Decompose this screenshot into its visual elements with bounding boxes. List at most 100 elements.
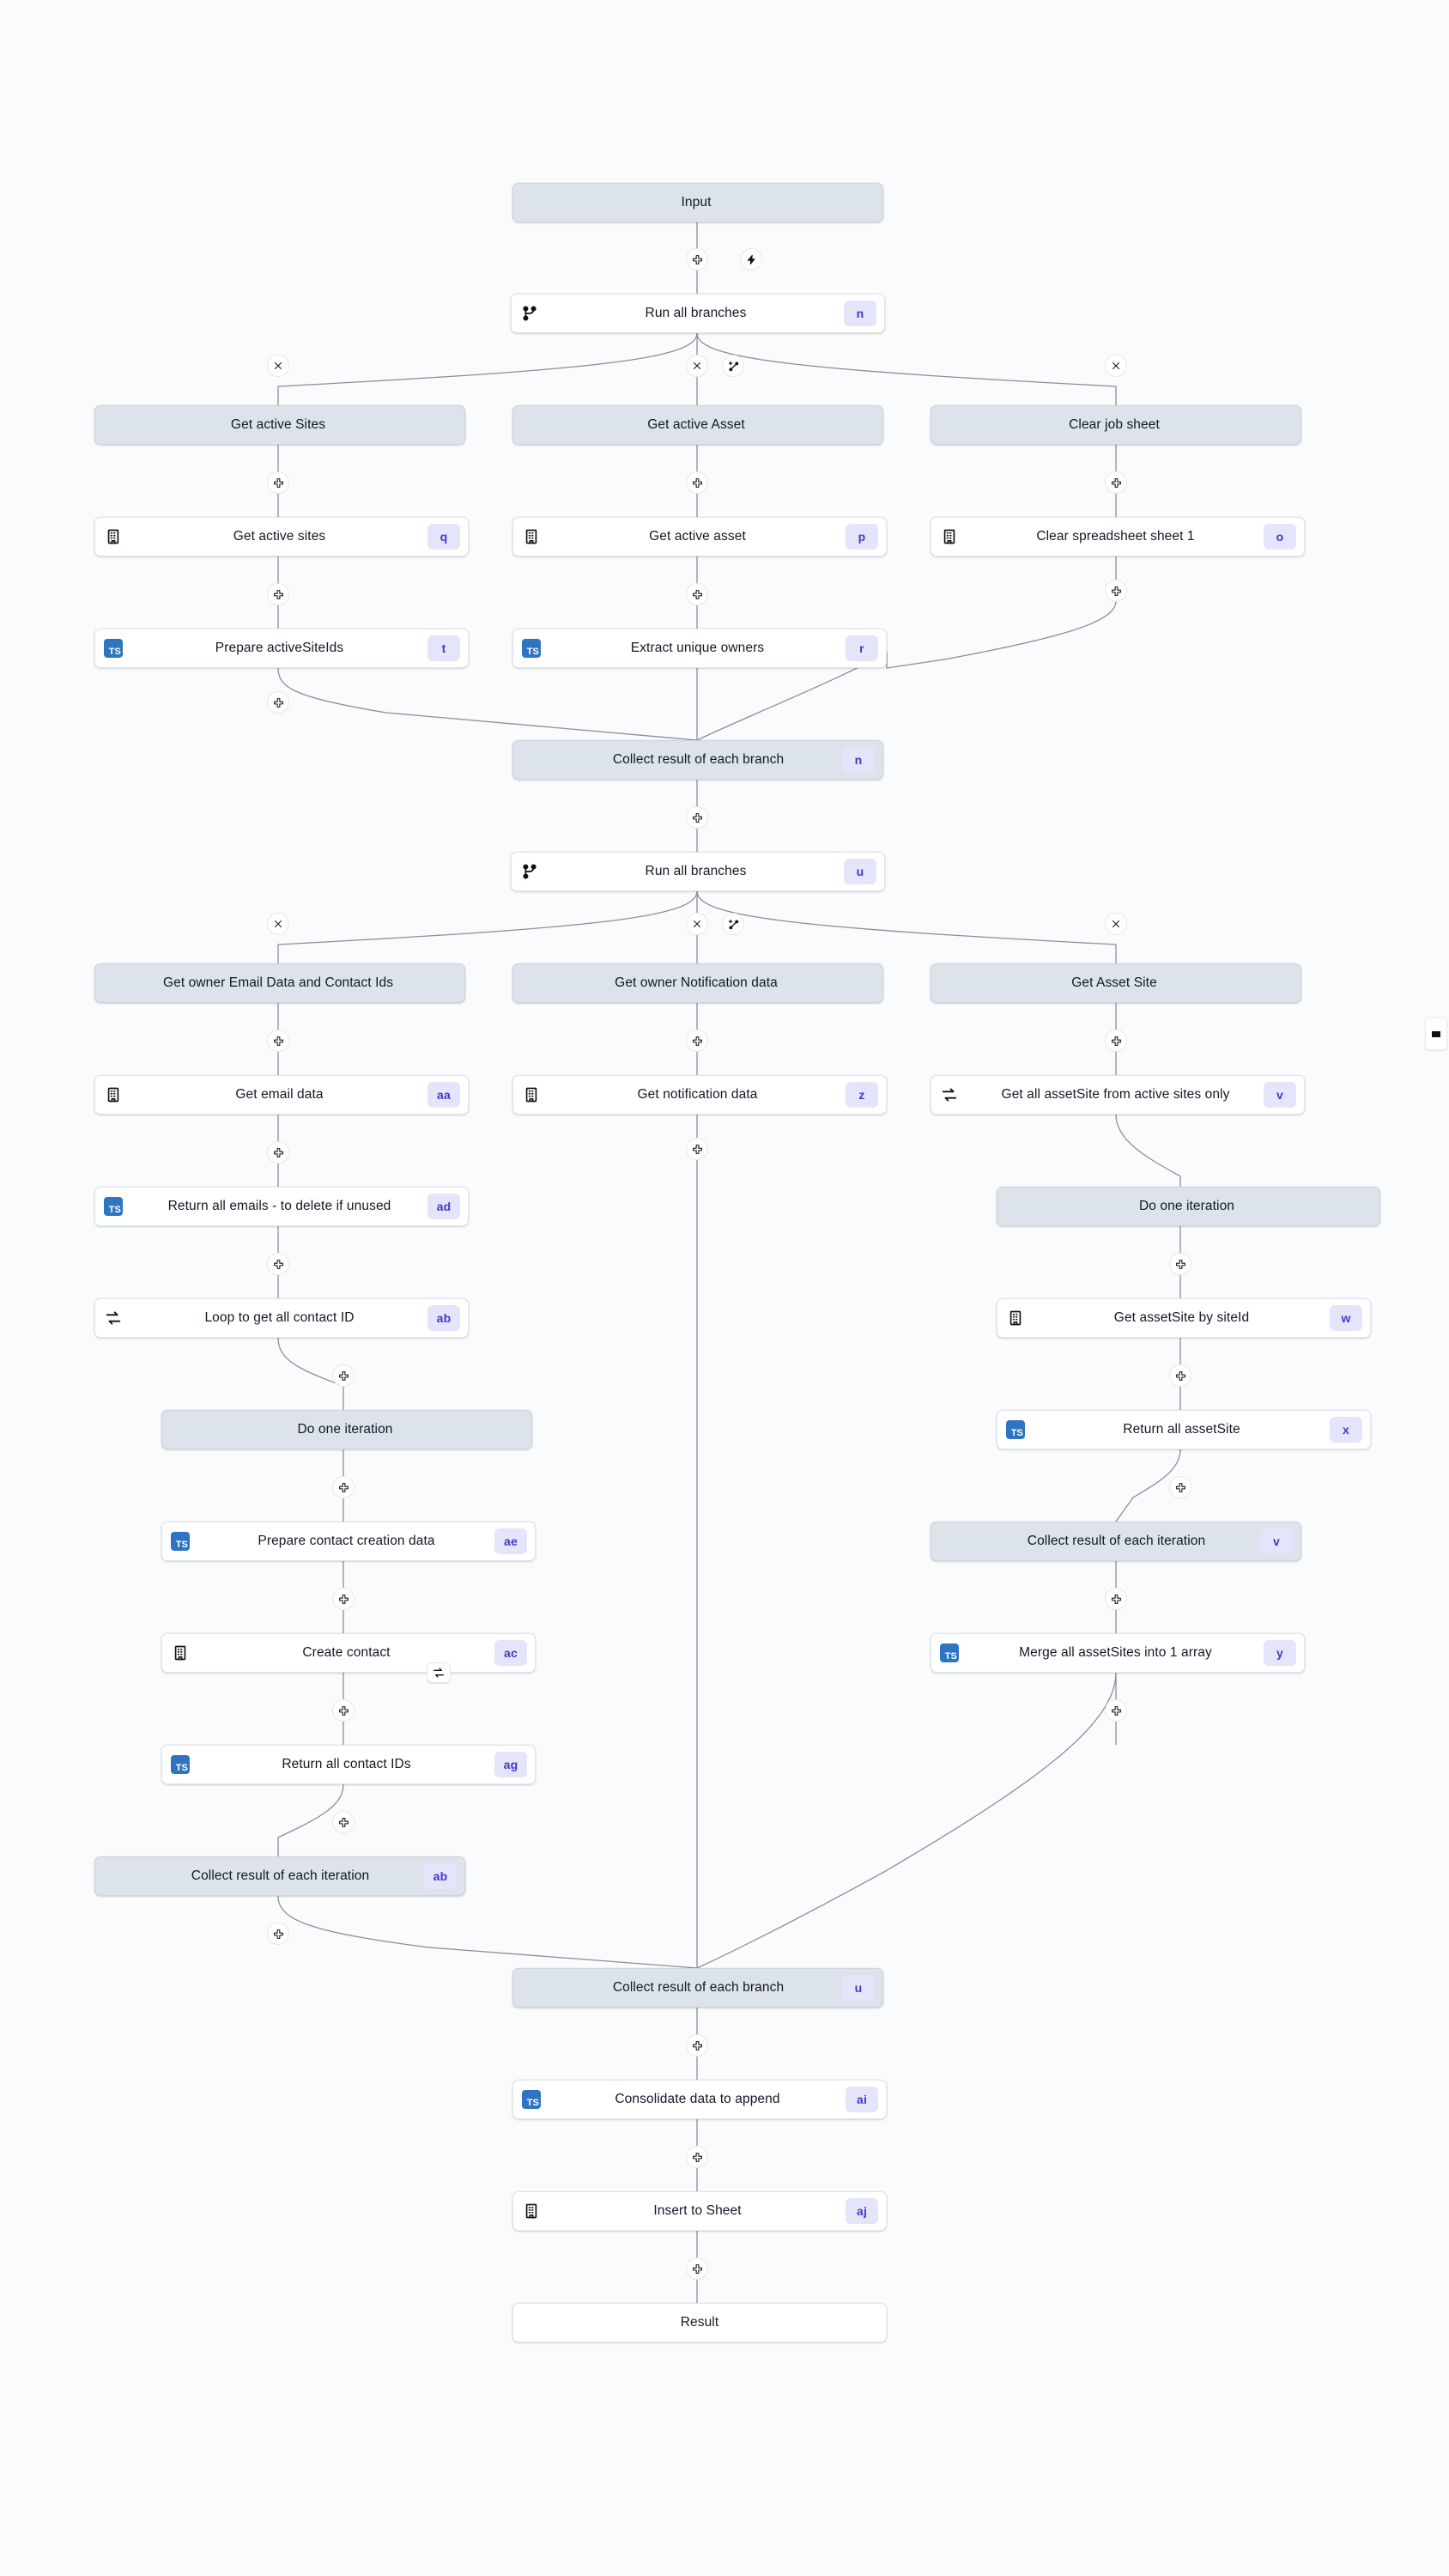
node-label: Get notification data [637,1087,758,1102]
edge-connector [277,667,698,741]
node-label: Collect result of each branch [612,752,785,767]
plus-icon[interactable] [686,248,708,270]
node-label: Prepare activeSiteIds [215,641,344,655]
plus-icon[interactable] [267,583,289,605]
workflow-node-result[interactable]: Result [512,2303,887,2342]
retry-icon[interactable] [427,1662,451,1683]
plus-icon[interactable] [332,1476,355,1498]
plus-icon[interactable] [332,1364,355,1387]
plus-icon[interactable] [332,1811,355,1833]
plus-icon[interactable] [686,2034,708,2057]
lightning-icon[interactable] [740,248,762,270]
workflow-node-get-allsite[interactable]: Get all assetSite from active sites only… [931,1075,1305,1115]
plus-icon[interactable] [267,1141,289,1163]
node-badge: q [427,524,460,550]
loop-icon [95,1309,131,1327]
node-badge: n [844,301,876,326]
close-icon[interactable] [1105,355,1127,377]
plus-icon[interactable] [686,2257,708,2280]
node-badge: ac [494,1640,527,1666]
node-label: Get active Asset [647,417,745,432]
typescript-icon: TS [171,1755,190,1774]
plus-icon[interactable] [686,471,708,494]
plus-icon[interactable] [1169,1253,1191,1275]
node-label: Get all assetSite from active sites only [1001,1087,1230,1102]
node-badge: ab [424,1863,457,1889]
plus-icon[interactable] [686,1138,708,1160]
plus-icon[interactable] [686,2146,708,2168]
plus-icon[interactable] [1105,1699,1127,1722]
close-icon[interactable] [686,913,708,935]
workflow-node-grp-job[interactable]: Clear job sheet [931,405,1301,445]
workflow-node-run-all-1[interactable]: Run all branches n [511,294,885,333]
edge-connector [696,890,1117,963]
plus-icon[interactable] [1105,1588,1127,1610]
plus-icon[interactable] [686,583,708,605]
close-icon[interactable] [1105,913,1127,935]
plus-icon[interactable] [1105,1030,1127,1052]
node-label: Consolidate data to append [615,2092,780,2106]
node-label: Get active Sites [230,417,326,432]
workflow-node-iter-left[interactable]: Do one iteration [161,1410,532,1449]
node-badge: u [844,859,876,884]
plus-icon[interactable] [1169,1364,1191,1387]
plus-icon[interactable] [1169,1476,1191,1498]
node-badge: u [842,1975,875,2001]
plus-icon[interactable] [1105,580,1127,602]
building-icon [513,1086,549,1103]
plus-icon[interactable] [267,691,289,714]
workflow-node-input[interactable]: Input [512,183,883,222]
node-label: Run all branches [645,306,747,320]
close-icon[interactable] [686,355,708,377]
node-badge: ad [427,1194,460,1219]
typescript-icon: TS [95,1197,131,1216]
workflow-node-grp-sites[interactable]: Get active Sites [94,405,465,445]
typescript-icon: TS [162,1532,198,1551]
node-label: Return all contact IDs [282,1757,411,1771]
plus-icon[interactable] [267,1253,289,1275]
node-label: Get active asset [649,529,746,544]
close-icon[interactable] [267,355,289,377]
workflow-node-iter-right[interactable]: Do one iteration [997,1187,1380,1226]
node-badge: ai [846,2087,878,2112]
plus-icon[interactable] [267,471,289,494]
typescript-icon: TS [997,1420,1034,1439]
plus-icon[interactable] [267,1923,289,1945]
plus-icon[interactable] [332,1699,355,1722]
plus-icon[interactable] [686,1030,708,1052]
workflow-node-grp-assetsite[interactable]: Get Asset Site [931,963,1301,1003]
plus-icon[interactable] [686,806,708,829]
add-branch-icon[interactable] [722,355,744,377]
plus-icon[interactable] [1105,471,1127,494]
close-icon[interactable] [267,913,289,935]
offscreen-node-stub[interactable] [1425,1018,1447,1050]
workflow-node-grp-email[interactable]: Get owner Email Data and Contact Ids [94,963,465,1003]
workflow-node-grp-asset[interactable]: Get active Asset [512,405,883,445]
workflow-node-grp-notif[interactable]: Get owner Notification data [512,963,883,1003]
add-branch-icon[interactable] [722,913,744,935]
plus-icon[interactable] [267,1030,289,1052]
plus-icon[interactable] [332,1588,355,1610]
